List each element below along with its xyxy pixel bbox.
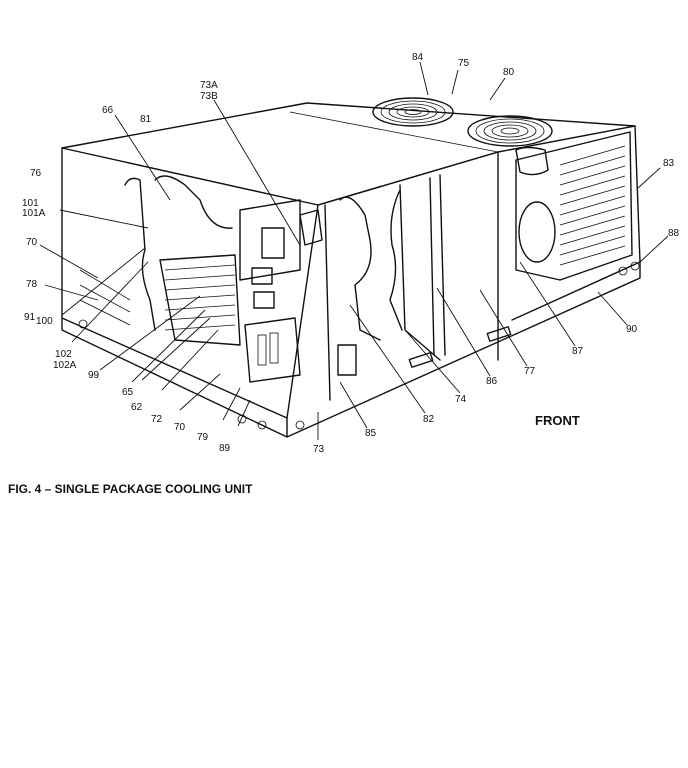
top-panel-seam — [289, 111, 499, 153]
callout-99: 99 — [88, 370, 100, 381]
callout-100: 100 — [36, 316, 53, 327]
callout-66: 66 — [102, 105, 114, 116]
callout-76: 76 — [30, 168, 42, 179]
unit-body — [61, 102, 641, 438]
callout-80: 80 — [503, 67, 515, 78]
callout-82: 82 — [423, 414, 435, 425]
right-base — [511, 261, 641, 321]
callout-75: 75 — [458, 58, 470, 69]
condenser-coil — [515, 131, 633, 281]
callout-72: 72 — [151, 414, 163, 425]
callout-65: 65 — [122, 387, 134, 398]
leader-lines — [39, 61, 669, 440]
callout-73B: 73B — [200, 91, 218, 102]
front-top-edge — [317, 151, 499, 206]
access-panels — [324, 174, 512, 401]
callout-labels: 84 75 80 73A 73B 66 81 76 101 101A 70 78… — [22, 52, 680, 455]
callout-88: 88 — [668, 228, 680, 239]
callout-89: 89 — [219, 443, 231, 454]
callout-83: 83 — [663, 158, 675, 169]
right-side — [497, 125, 641, 361]
front-base — [61, 261, 641, 438]
callout-62: 62 — [131, 402, 143, 413]
callout-73A: 73A — [200, 80, 218, 91]
callout-81: 81 — [140, 114, 152, 125]
fan-shroud — [515, 146, 549, 176]
callout-87: 87 — [572, 346, 584, 357]
base-louvers — [78, 261, 640, 430]
condenser-fan-2 — [467, 115, 553, 147]
callout-101A: 101A — [22, 208, 46, 219]
callout-86: 86 — [486, 376, 498, 387]
control-section — [239, 199, 357, 383]
callout-85: 85 — [365, 428, 377, 439]
left-cutaway — [79, 175, 241, 346]
callout-91: 91 — [24, 312, 36, 323]
callout-101: 101 — [22, 198, 39, 209]
callout-70-lower: 70 — [174, 422, 186, 433]
figure-caption: FIG. 4 – SINGLE PACKAGE COOLING UNIT — [8, 482, 253, 496]
callout-70-upper: 70 — [26, 237, 38, 248]
condenser-fan-1 — [372, 97, 454, 127]
left-end-panel — [61, 147, 319, 419]
panel-handle-2 — [486, 326, 512, 342]
panel-handle-1 — [408, 352, 434, 368]
compressor — [518, 201, 556, 263]
callout-74: 74 — [455, 394, 467, 405]
callout-77: 77 — [524, 366, 536, 377]
callout-79: 79 — [197, 432, 209, 443]
callout-102A: 102A — [53, 360, 77, 371]
callout-102: 102 — [55, 349, 72, 360]
front-label: FRONT — [535, 413, 580, 428]
top-panel — [61, 102, 636, 206]
callout-84: 84 — [412, 52, 424, 63]
callout-78: 78 — [26, 279, 38, 290]
callout-90: 90 — [626, 324, 638, 335]
callout-73: 73 — [313, 444, 325, 455]
